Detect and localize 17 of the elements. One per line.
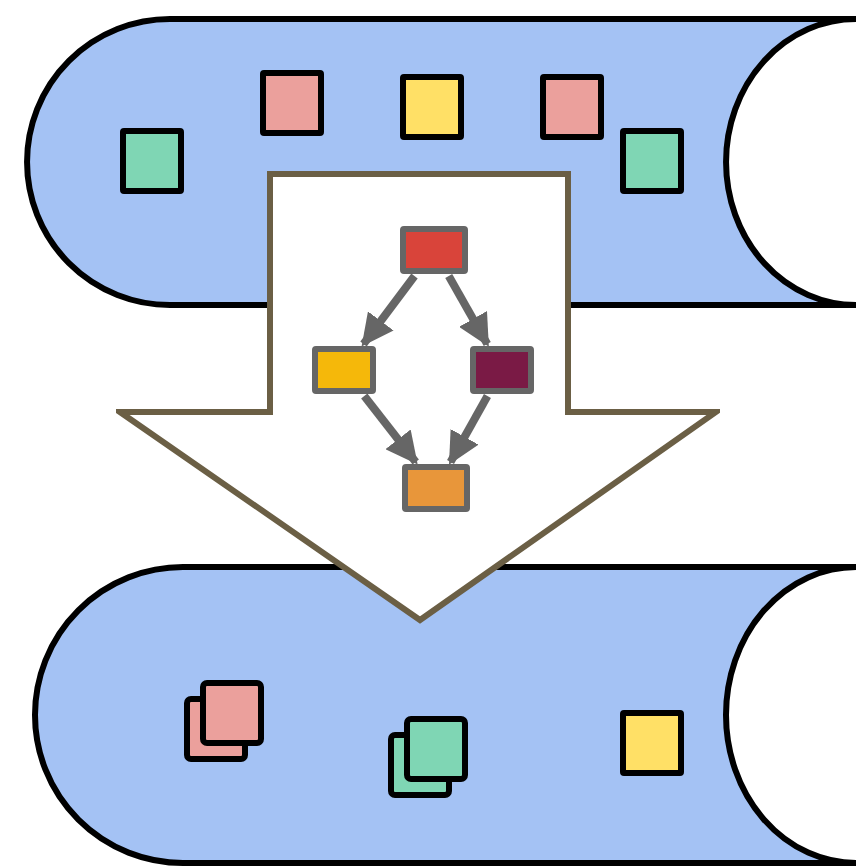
graph-node-square xyxy=(400,226,468,274)
queue-cylinder xyxy=(32,564,856,866)
item-square xyxy=(620,128,684,194)
stacked-squares xyxy=(184,680,264,762)
item-square xyxy=(400,74,464,140)
item-square xyxy=(540,74,604,140)
graph-node-square xyxy=(470,346,534,394)
item-square xyxy=(260,70,324,136)
item-square xyxy=(620,710,684,776)
graph-node-square xyxy=(402,464,470,512)
arrow xyxy=(445,274,491,347)
item-square xyxy=(120,128,184,194)
stacked-squares xyxy=(388,716,468,798)
arrow xyxy=(361,393,419,465)
arrow xyxy=(360,273,418,347)
arrow xyxy=(447,394,491,465)
graph-node-square xyxy=(312,346,376,394)
